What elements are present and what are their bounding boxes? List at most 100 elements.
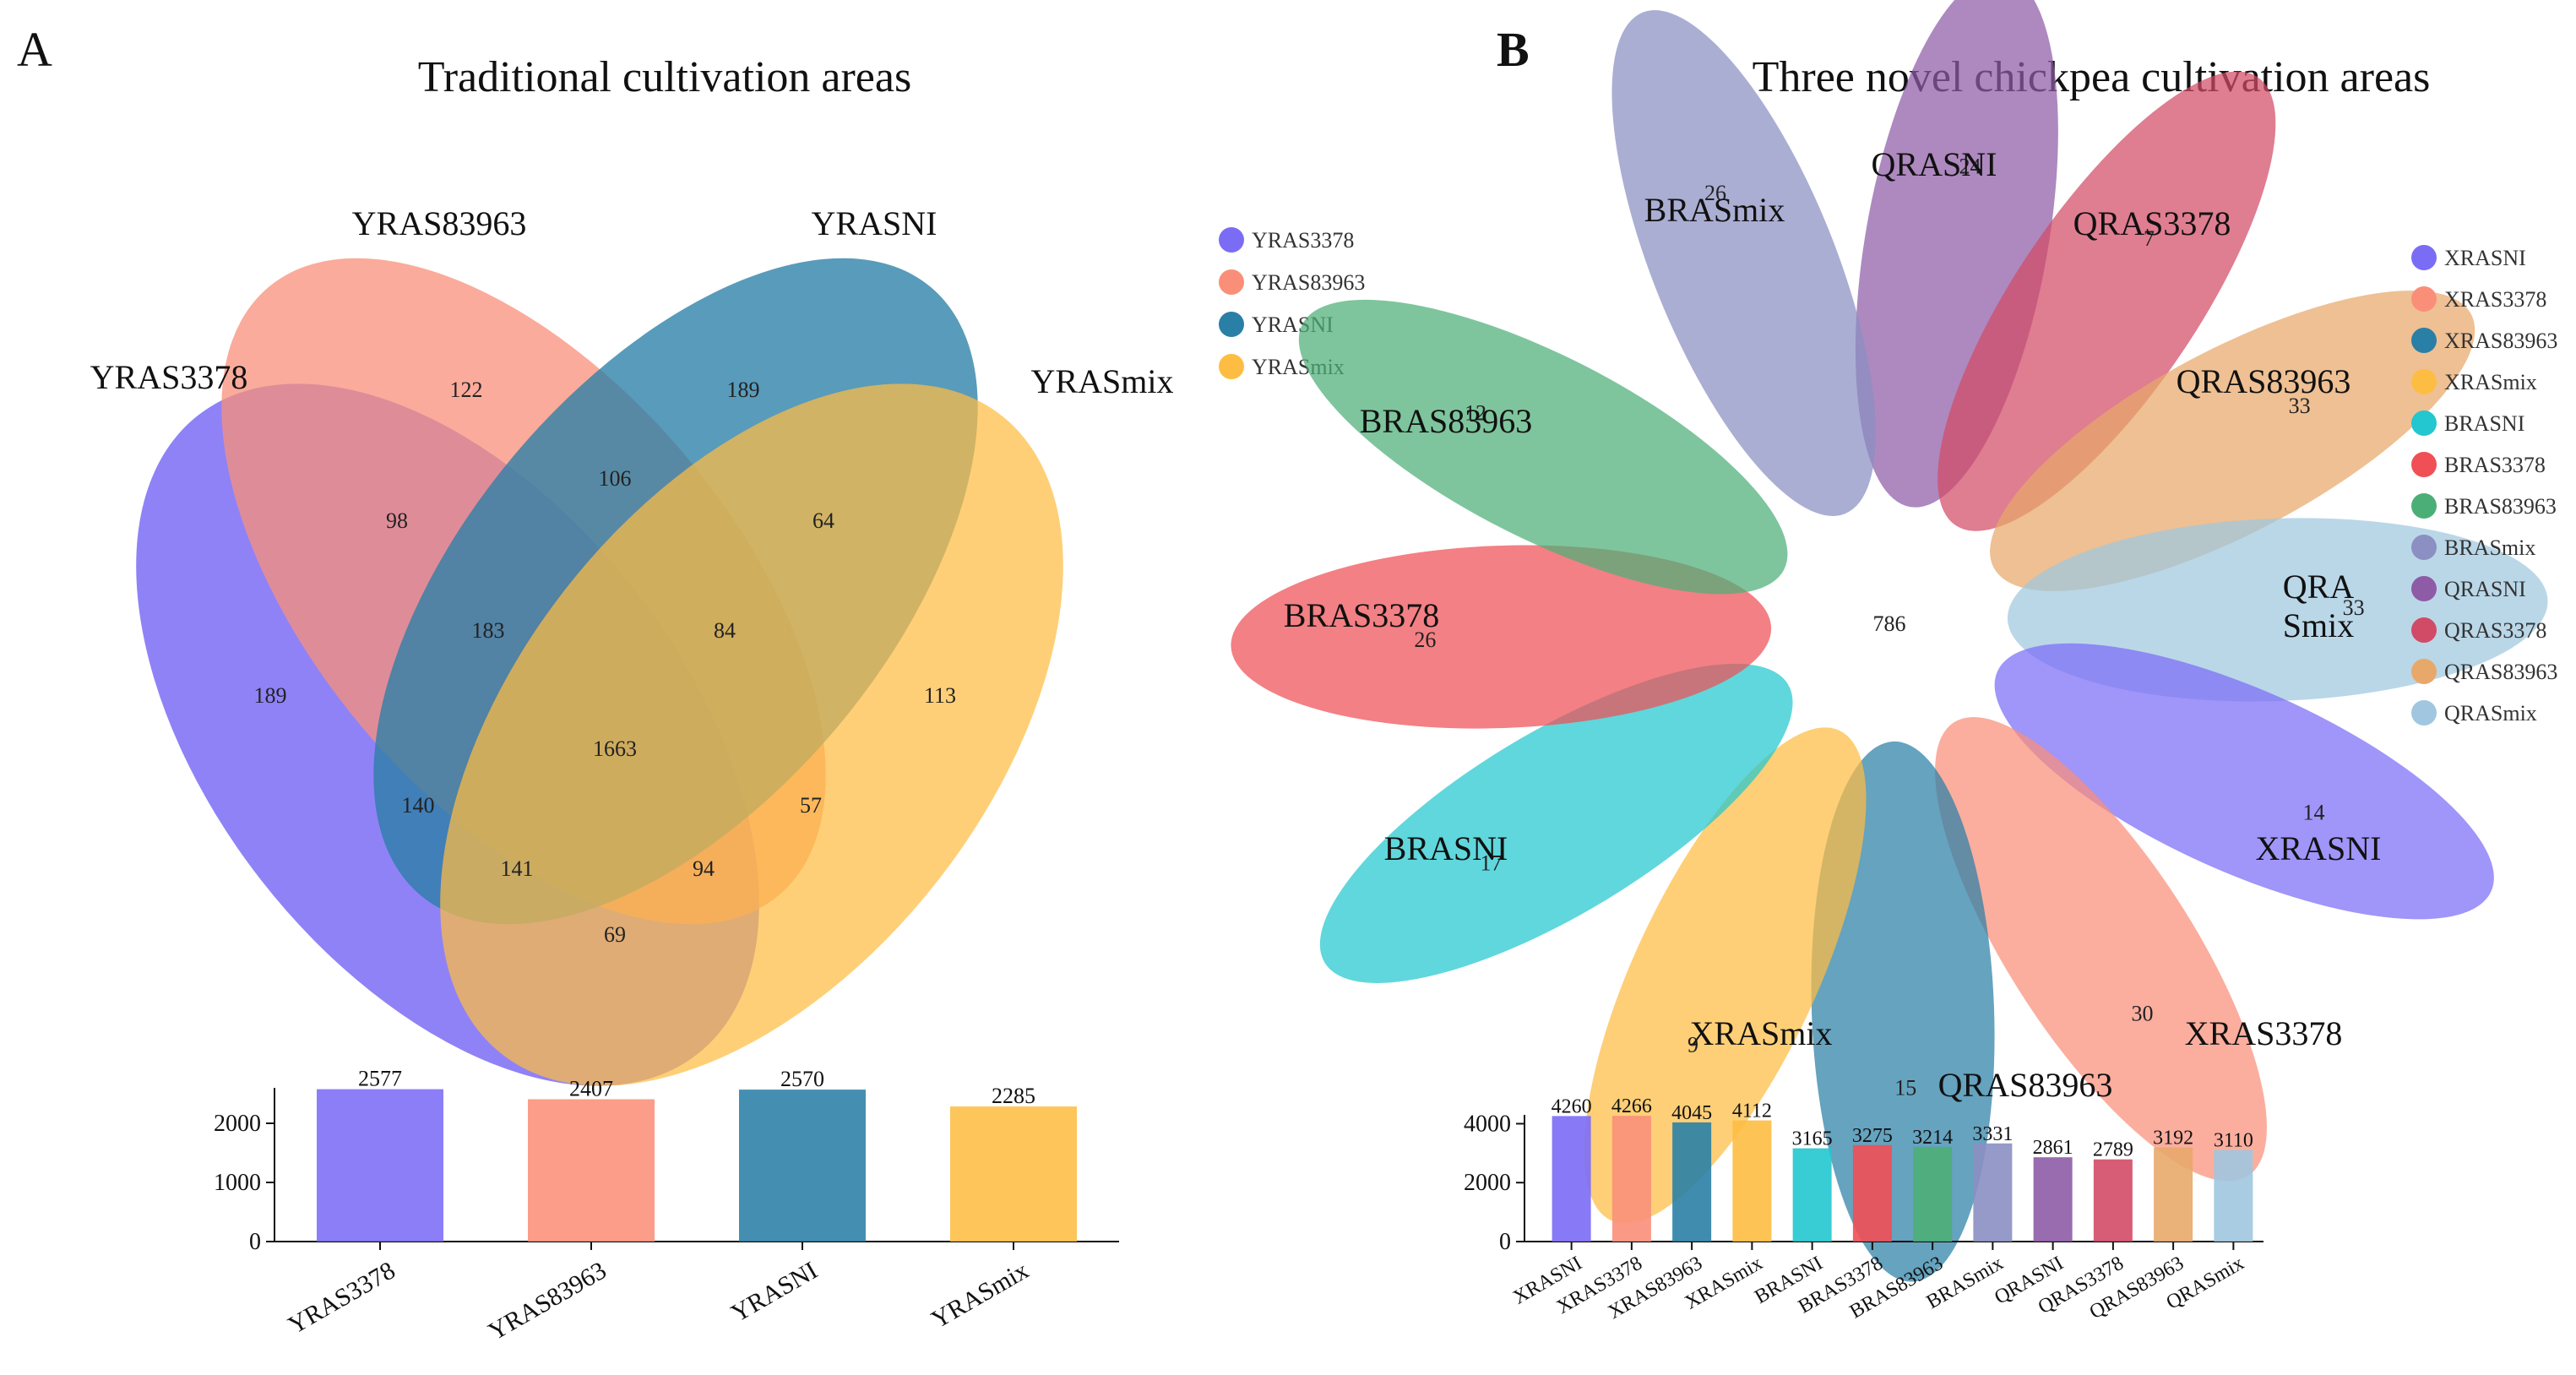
- petal-label: QRAS83963: [2177, 362, 2351, 400]
- venn-label-YRASNI: YRASNI: [812, 204, 937, 242]
- region-count: 84: [714, 618, 736, 643]
- bar: [317, 1089, 443, 1242]
- flower-petal: [1937, 71, 2276, 531]
- legend-label: BRAS3378: [2444, 453, 2546, 477]
- legend-b: XRASNIXRAS3378XRAS83963XRASmixBRASNIBRAS…: [2411, 245, 2557, 726]
- legend-swatch: [1219, 227, 1244, 253]
- region-count: 106: [599, 466, 632, 491]
- bar: [1611, 1116, 1651, 1242]
- legend-label: QRAS3378: [2444, 618, 2546, 643]
- x-tick-label: YRASNI: [726, 1256, 822, 1327]
- bar: [1913, 1146, 1953, 1242]
- legend-swatch: [2411, 493, 2437, 519]
- region-count: 113: [924, 683, 956, 708]
- petal-count: 26: [1704, 181, 1726, 205]
- bar-value-label: 3331: [1972, 1123, 2013, 1145]
- bar-value-label: 2407: [569, 1077, 613, 1101]
- petal-label: QRAS83963: [1938, 1066, 2113, 1104]
- region-count: 64: [812, 508, 834, 533]
- bar: [1852, 1144, 1892, 1242]
- flower-core: [1796, 530, 1982, 716]
- y-tick-label: 1000: [214, 1170, 261, 1196]
- petal-label-line: Smix: [2283, 606, 2354, 644]
- bar: [1973, 1143, 2013, 1242]
- legend-swatch: [2411, 576, 2437, 601]
- panel-a-letter: A: [17, 22, 52, 77]
- petal-label-line: BRASmix: [1644, 191, 1785, 229]
- bar: [1732, 1120, 1772, 1242]
- legend-swatch: [1219, 312, 1244, 337]
- bar: [2033, 1157, 2073, 1242]
- y-tick-label: 0: [249, 1229, 261, 1255]
- legend-swatch: [2411, 369, 2437, 394]
- flower-petal: [1994, 643, 2494, 920]
- petal-label-line: QRA: [2283, 568, 2355, 606]
- legend-swatch: [2411, 286, 2437, 312]
- venn-region-counts: 189 122 189 113 98 106 64 183 84 1663 14…: [254, 378, 957, 947]
- bar-value-label: 3165: [1792, 1128, 1833, 1150]
- petal-count: 9: [1687, 1032, 1698, 1057]
- flower-petal: [1298, 299, 1788, 595]
- petal-count: 26: [1414, 628, 1436, 652]
- bar: [1552, 1116, 1591, 1242]
- legend-label: XRAS83963: [2444, 329, 2557, 353]
- region-count: 141: [501, 856, 534, 881]
- petal-label: BRAS3378: [1284, 596, 1440, 634]
- y-tick-label: 4000: [1464, 1111, 1511, 1137]
- bar: [2093, 1159, 2133, 1242]
- petal-count: 12: [1465, 400, 1486, 425]
- petal-label: QRAS3378: [2073, 204, 2231, 242]
- petal-label: BRASNI: [1384, 829, 1508, 867]
- region-count: 189: [254, 683, 287, 708]
- legend-swatch: [2411, 245, 2437, 270]
- bar-value-label: 2789: [2093, 1139, 2133, 1161]
- venn-label-YRASmix: YRASmix: [1031, 362, 1174, 400]
- legend-label: QRASNI: [2444, 577, 2526, 601]
- region-count: 183: [472, 618, 505, 643]
- legend-swatch: [2411, 452, 2437, 477]
- y-tick-label: 2000: [1464, 1170, 1511, 1196]
- bar-chart-a: 0100020002577YRAS33782407YRAS839632570YR…: [214, 1067, 1119, 1346]
- venn-label-YRAS3378: YRAS3378: [90, 358, 248, 396]
- legend-swatch: [1219, 354, 1244, 379]
- petal-label-line: BRAS83963: [1360, 402, 1533, 440]
- bar-value-label: 4112: [1732, 1101, 1772, 1122]
- region-count: 98: [386, 508, 408, 533]
- venn-label-YRAS83963: YRAS83963: [352, 204, 527, 242]
- legend-label: YRAS83963: [1252, 270, 1365, 295]
- panel-b: B Three novel chickpea cultivation areas…: [1231, 0, 2557, 1323]
- legend-label: XRASmix: [2444, 370, 2537, 394]
- region-count: 189: [727, 378, 760, 402]
- petal-count: 14: [2302, 801, 2324, 825]
- region-count: 140: [402, 793, 435, 818]
- petal-count: 33: [2289, 394, 2311, 418]
- petal-label-line: BRASNI: [1384, 829, 1508, 867]
- petal-count: 7: [2144, 226, 2155, 251]
- bar-value-label: 3192: [2153, 1128, 2193, 1149]
- bar-value-label: 2570: [780, 1067, 824, 1091]
- legend-swatch: [2411, 535, 2437, 560]
- bar: [2214, 1149, 2253, 1242]
- petal-label-line: QRAS3378: [2073, 204, 2231, 242]
- petal-label-line: XRASNI: [2256, 829, 2382, 867]
- petal-label-line: QRAS83963: [2177, 362, 2351, 400]
- petal-count: 33: [2343, 595, 2365, 620]
- petal-count: 24: [1959, 154, 1981, 178]
- flower-petal: [1935, 717, 2267, 1182]
- legend-swatch: [2411, 659, 2437, 684]
- flower-petal: [1231, 545, 1772, 729]
- bar-value-label: 4260: [1552, 1095, 1592, 1117]
- petal-count: 30: [2132, 1001, 2154, 1025]
- flower-petal: [1990, 291, 2475, 591]
- panel-b-title: Three novel chickpea cultivation areas: [1753, 53, 2431, 101]
- petal-label: XRASmix: [1690, 1014, 1833, 1052]
- bar-value-label: 3214: [1912, 1127, 1953, 1149]
- legend-label: YRAS3378: [1252, 228, 1354, 253]
- region-count: 94: [693, 856, 715, 881]
- flower-petal: [1319, 663, 1793, 983]
- panel-b-letter: B: [1497, 22, 1530, 77]
- petal-label: BRASmix: [1644, 191, 1785, 229]
